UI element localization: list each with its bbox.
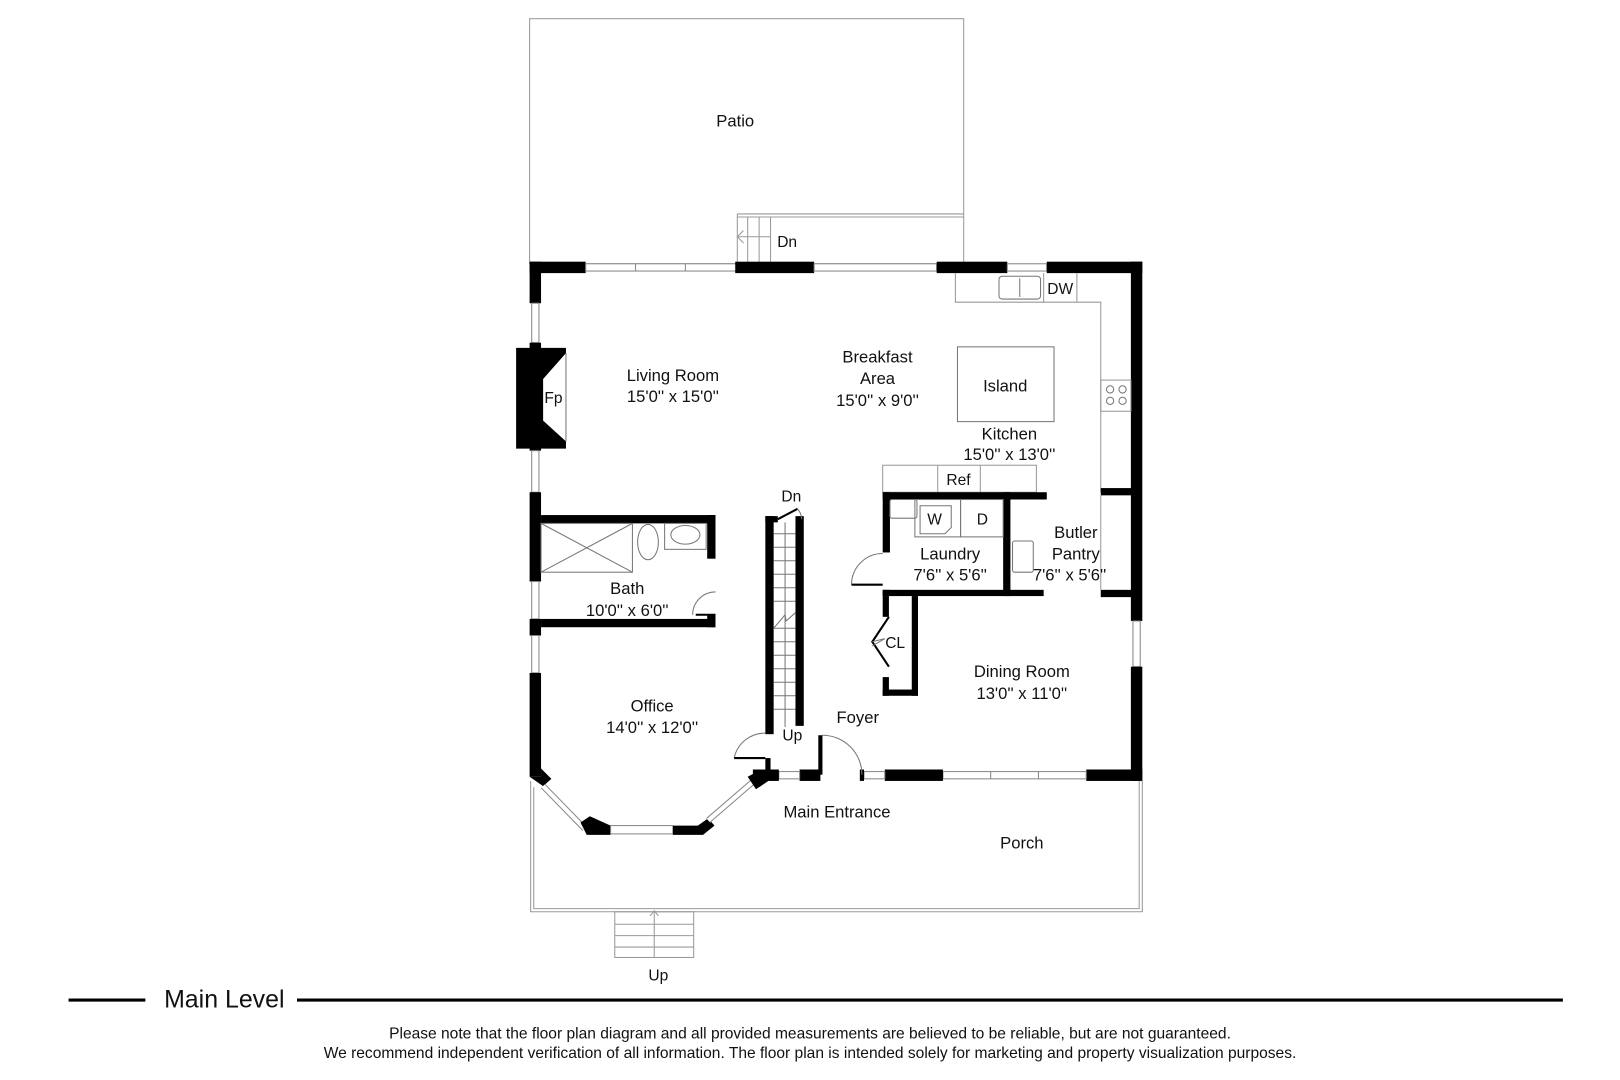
living-room-label: Living Room <box>627 366 719 385</box>
office-dimensions: 14'0'' x 12'0'' <box>606 718 698 737</box>
patio-stairs-down-label: Dn <box>777 234 797 251</box>
foyer-door: Foyer <box>818 708 879 775</box>
dryer-label: D <box>977 511 988 528</box>
kitchen-label: Kitchen <box>982 424 1037 443</box>
butler-pantry-label-2: Pantry <box>1052 545 1101 564</box>
office-label: Office <box>631 696 674 715</box>
disclaimer-line-2: We recommend independent verification of… <box>324 1045 1297 1062</box>
breakfast-area-label-1: Breakfast <box>842 347 913 366</box>
porch-label: Porch <box>1000 833 1043 852</box>
patio-label: Patio <box>716 112 754 131</box>
stairs-down-label: Dn <box>781 489 801 506</box>
foyer-label: Foyer <box>837 708 880 727</box>
exterior-walls: Fp <box>516 261 1143 835</box>
bath-label: Bath <box>610 579 644 598</box>
kitchen-dimensions: 15'0'' x 13'0'' <box>963 445 1055 464</box>
refrigerator-label: Ref <box>946 472 971 489</box>
laundry-dimensions: 7'6'' x 5'6'' <box>913 566 987 585</box>
breakfast-area-dimensions: 15'0'' x 9'0'' <box>836 391 919 410</box>
dishwasher-label: DW <box>1047 281 1073 298</box>
island <box>956 346 1055 423</box>
fireplace-label: Fp <box>544 390 562 407</box>
level-title-bar: Main Level <box>68 985 1563 1013</box>
kitchen-counters: DW Island Ref <box>882 273 1132 493</box>
patio-stairs: Dn <box>736 213 964 264</box>
washer-label: W <box>927 511 942 528</box>
porch-stairs-up-label: Up <box>648 967 668 984</box>
bath-dimensions: 10'0'' x 6'0'' <box>586 601 669 620</box>
bath: Bath 10'0'' x 6'0'' <box>540 515 716 628</box>
living-room-dimensions: 15'0'' x 15'0'' <box>627 387 719 406</box>
disclaimer-line-1: Please note that the floor plan diagram … <box>389 1025 1231 1042</box>
closet: CL <box>871 596 918 696</box>
breakfast-area-label-2: Area <box>860 369 896 388</box>
butler-pantry-label-1: Butler <box>1054 523 1098 542</box>
butler-pantry-dimensions: 7'6'' x 5'6'' <box>1033 566 1107 585</box>
porch: Up Main Entrance Porch <box>530 780 1143 984</box>
island-label: Island <box>983 377 1027 396</box>
laundry-label: Laundry <box>920 545 981 564</box>
dining-room-label: Dining Room <box>974 662 1070 681</box>
main-entrance-label: Main Entrance <box>783 802 890 821</box>
level-title: Main Level <box>164 985 284 1013</box>
dining-room-dimensions: 13'0'' x 11'0'' <box>976 684 1067 703</box>
patio: Patio <box>529 18 965 265</box>
laundry-pantry: W D Laundry 7'6'' x 5'6'' Butler Pantry … <box>851 488 1132 598</box>
closet-label: CL <box>885 635 905 652</box>
interior-stairs: Dn Up <box>733 489 804 774</box>
stairs-up-label: Up <box>782 727 802 744</box>
